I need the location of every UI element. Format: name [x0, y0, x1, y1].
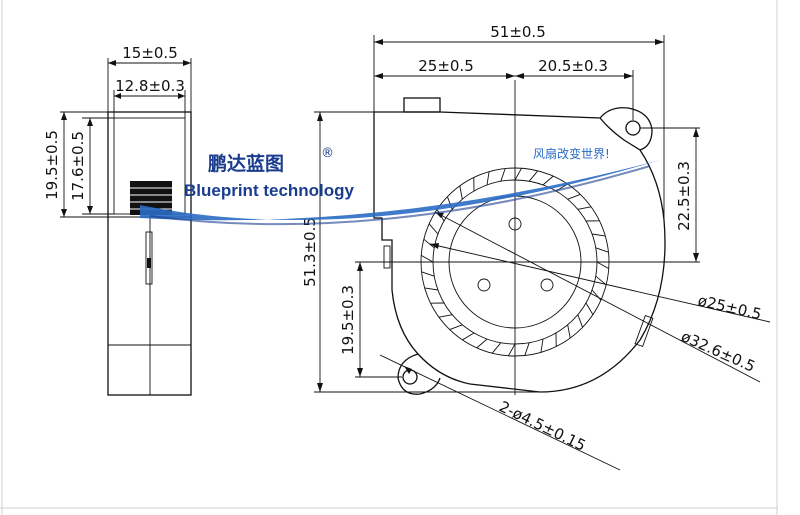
dim-overall-width-side: 15±0.5: [122, 44, 178, 62]
impeller-blade: [592, 233, 606, 237]
blower-housing: [373, 111, 666, 393]
impeller-blade: [423, 238, 435, 249]
impeller-blade: [508, 343, 516, 357]
impeller-blade: [528, 170, 539, 182]
dim-lower-hole-to-center: 19.5±0.3: [339, 285, 357, 355]
dim-outer-height-side: 19.5±0.5: [43, 130, 61, 200]
impeller-blade: [540, 339, 544, 353]
dim-hub-diameter: ø25±0.5: [696, 291, 763, 323]
impeller-blade: [462, 332, 475, 341]
watermark-swoosh: [140, 160, 660, 221]
impeller-blade: [476, 338, 488, 349]
watermark-brand-cn: 鹏达蓝图: [208, 152, 284, 175]
side-view-body: [107, 111, 192, 396]
dim-inner-width-side: 12.8±0.3: [115, 77, 185, 95]
watermark: 鹏达蓝图 ® Blueprint technology 风扇改变世界!: [140, 146, 660, 226]
impeller-blade: [420, 255, 434, 263]
impeller-blade: [595, 275, 607, 286]
side-view: 15±0.5 12.8±0.3 19.5±0.5 17.6±0.5: [43, 44, 192, 396]
hub-hole-right: [540, 278, 554, 292]
impeller-blade: [486, 171, 490, 185]
impeller-blades: [420, 167, 610, 357]
side-bump-left: [383, 245, 391, 269]
impeller-blade: [595, 247, 609, 253]
impeller-blade: [567, 193, 581, 200]
dim-mounting-holes: 2-ø4.5±0.15: [496, 397, 588, 454]
impeller-blade: [424, 287, 438, 291]
dim-overall-width-front: 51±0.5: [490, 23, 546, 41]
impeller-blade: [542, 175, 554, 186]
top-tab: [403, 97, 441, 113]
leader-hub-diameter: [429, 243, 771, 323]
side-bump-right: [634, 314, 654, 348]
leader-impeller-diameter: [434, 211, 761, 383]
leader-mounting-holes: [379, 354, 621, 471]
upper-mount-hole: [625, 120, 641, 136]
impeller-blade: [500, 168, 506, 182]
impeller-blade: [585, 302, 594, 315]
lower-ear: [397, 353, 441, 395]
impeller-blade: [491, 342, 502, 354]
impeller-blade: [459, 185, 463, 200]
front-view: 51±0.5 25±0.5 20.5±0.3 51.3±0.5 22.5±0.3: [301, 23, 771, 471]
watermark-slogan: 风扇改变世界!: [533, 146, 610, 161]
impeller-blade: [567, 324, 571, 339]
side-view-pin-tip: [147, 258, 151, 268]
impeller-blade: [421, 271, 435, 277]
dim-overall-height-front: 51.3±0.5: [301, 217, 319, 287]
dim-center-to-hole: 20.5±0.3: [538, 57, 608, 75]
dim-inner-height-side: 17.6±0.5: [69, 131, 87, 201]
impeller-blade: [577, 206, 592, 210]
impeller-blade: [514, 167, 522, 181]
impeller-blade: [577, 314, 584, 328]
side-view-pin: [145, 231, 153, 285]
impeller-blade: [524, 342, 530, 356]
impeller-blade: [428, 223, 439, 235]
dim-hole-to-center-vertical: 22.5±0.3: [675, 161, 693, 231]
dim-left-to-center: 25±0.5: [418, 57, 474, 75]
dim-impeller-diameter: ø32.6±0.5: [678, 327, 757, 376]
watermark-registered-mark: ®: [321, 146, 334, 161]
impeller-blade: [438, 314, 453, 318]
impeller-blade: [596, 261, 610, 269]
hub-hole-left: [477, 278, 491, 292]
watermark-brand-en: Blueprint technology: [184, 181, 355, 200]
upper-ear: [599, 107, 653, 151]
impeller-blade: [449, 324, 463, 331]
